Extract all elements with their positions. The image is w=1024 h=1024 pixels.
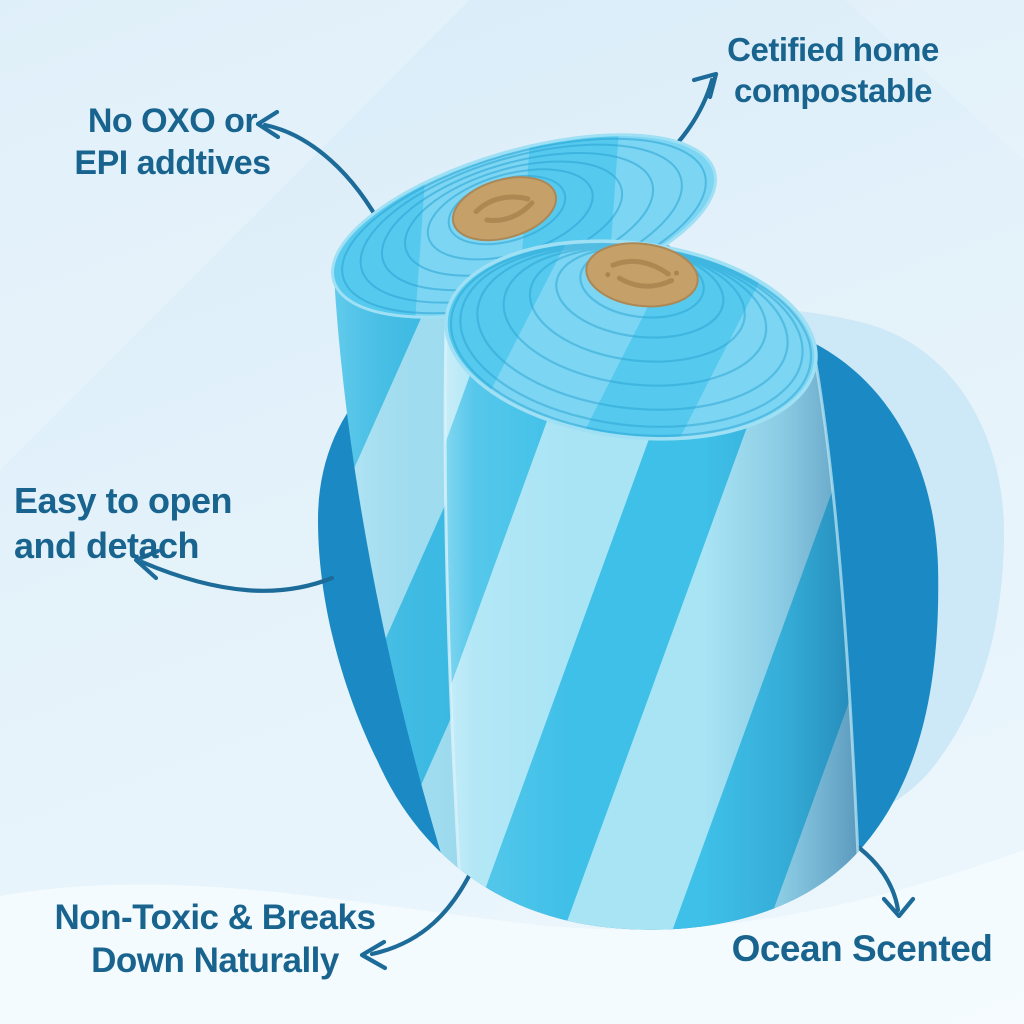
callout-arrows: [133, 71, 916, 971]
callout-line: Down Naturally: [91, 941, 339, 981]
front-roll-top: [444, 239, 818, 441]
background-wedge-top-right: [845, 0, 1024, 160]
callout-line: Easy to open: [14, 480, 233, 521]
callout-line: Non-Toxic & Breaks: [54, 898, 377, 937]
callout-non-toxic-breaks-down: Non-Toxic & Breaks Down Naturally: [40, 896, 390, 983]
callout-line: Ocean Scented: [731, 928, 993, 969]
callout-line: EPI addtives: [74, 144, 271, 183]
front-roll-core: [585, 242, 699, 308]
callout-easy-to-open-and-detach: Easy to open and detach: [14, 479, 264, 568]
arrow-non-toxic: [359, 863, 477, 971]
callout-ocean-scented: Ocean Scented: [712, 926, 1012, 972]
callout-certified-home-compostable: Cetified home compostable: [693, 30, 973, 112]
background-wedge-top-left: [0, 0, 470, 470]
arrow-easy-open: [133, 548, 335, 593]
callout-line: and detach: [14, 524, 200, 566]
callout-no-oxo-epi-additives: No OXO or EPI addtives: [40, 100, 305, 184]
front-roll: [443, 239, 864, 930]
arrow-no-additives: [255, 109, 381, 223]
back-roll-core: [451, 176, 558, 242]
callout-line: Cetified home: [727, 31, 939, 68]
callout-line: No OXO or: [87, 102, 258, 140]
background-wave: [0, 850, 1024, 1024]
callout-line: compostable: [733, 71, 933, 109]
